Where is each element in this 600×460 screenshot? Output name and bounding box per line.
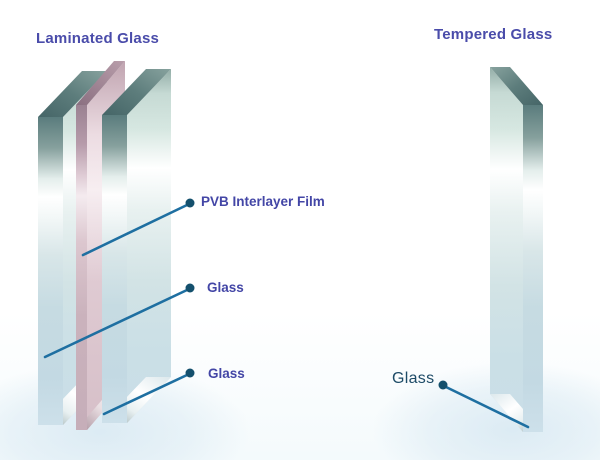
laminated-glass-title: Laminated Glass xyxy=(36,30,160,47)
leader-dot-pvb xyxy=(185,198,195,208)
leader-dot-glass-right xyxy=(438,380,448,390)
leader-line-glass-right xyxy=(444,385,530,429)
tempered-front-edge xyxy=(523,105,543,432)
leader-line-glass-1 xyxy=(43,288,189,359)
pane2-side-face xyxy=(127,69,171,423)
tempered-glass-title: Tempered Glass xyxy=(434,26,553,43)
leader-line-glass-2 xyxy=(102,373,189,416)
leader-line-pvb xyxy=(81,203,189,257)
film-front-edge xyxy=(76,105,87,430)
pane1-top-edge xyxy=(38,71,107,117)
leader-dot-glass-1 xyxy=(185,283,195,293)
pane2-front-edge xyxy=(102,115,127,423)
pane1-front-edge xyxy=(38,117,63,425)
film-top-edge xyxy=(76,61,125,105)
tempered-glass-pane xyxy=(490,67,543,432)
pane2-top-edge xyxy=(102,69,171,115)
leader-dot-glass-2 xyxy=(185,368,195,378)
leader-lines xyxy=(43,203,530,429)
tempered-top-edge xyxy=(490,67,543,105)
pvb-interlayer-film-label: PVB Interlayer Film xyxy=(201,194,325,209)
glass-label-2: Glass xyxy=(208,366,245,381)
glass-label-1: Glass xyxy=(207,280,244,295)
laminated-glass-pane-2 xyxy=(102,69,171,423)
tempered-background-wash xyxy=(372,362,600,460)
tempered-side-face xyxy=(490,67,523,432)
glass-label-tempered: Glass xyxy=(392,370,435,387)
leader-dots xyxy=(185,198,448,390)
